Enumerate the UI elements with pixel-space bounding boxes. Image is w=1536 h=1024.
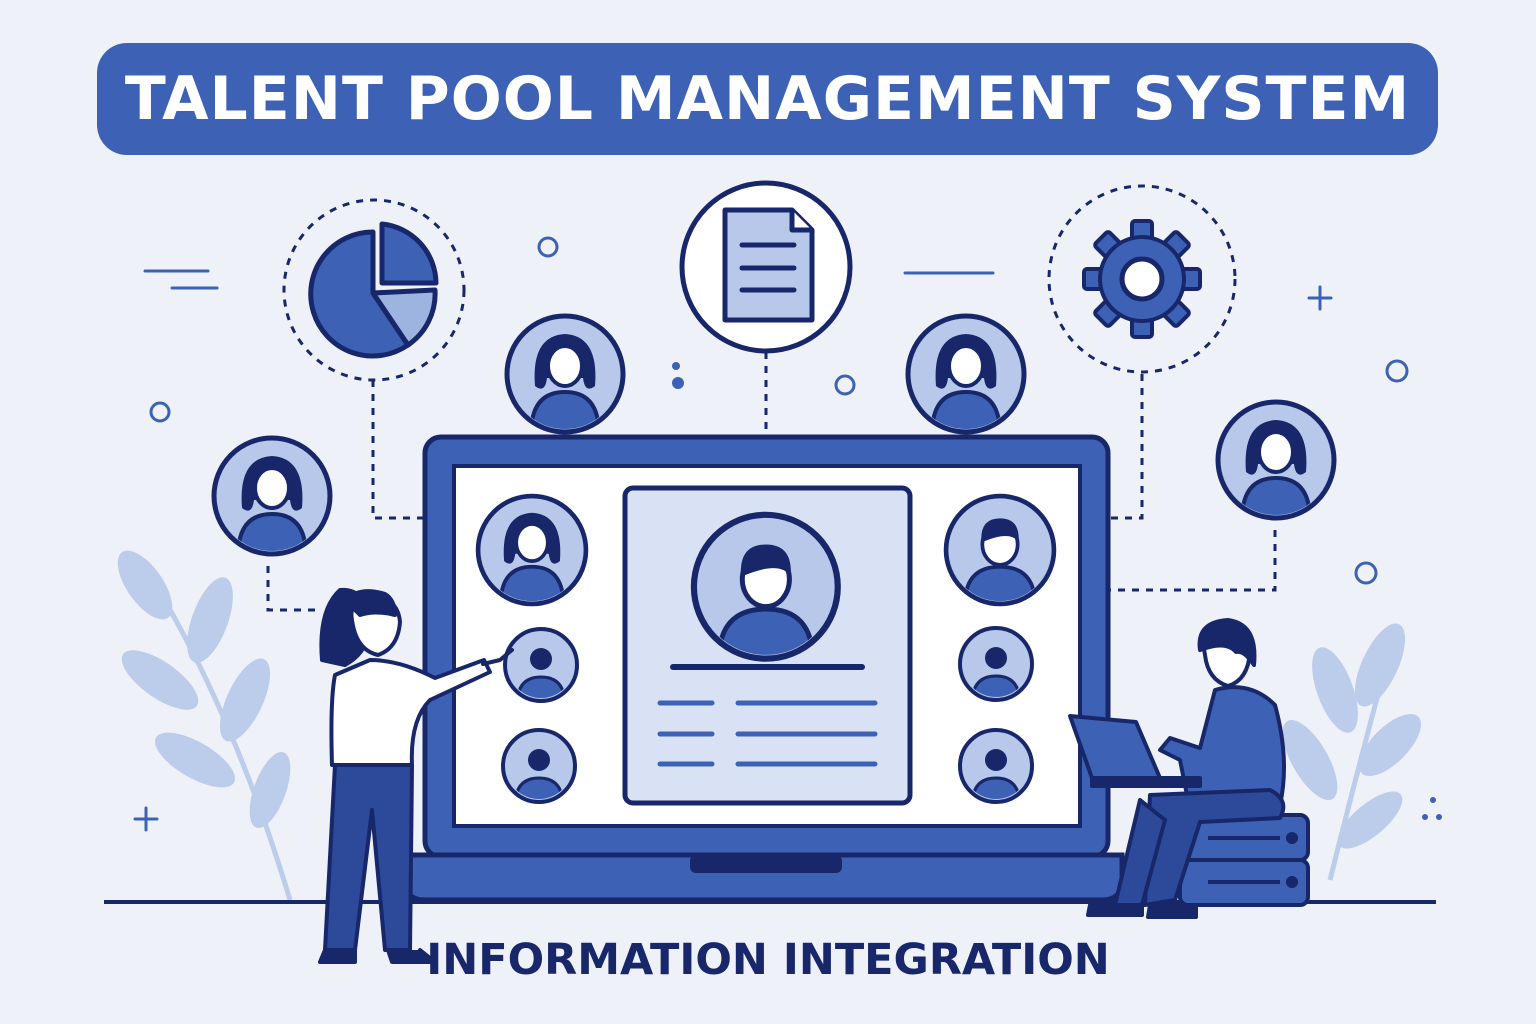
- decorations: [133, 236, 1409, 832]
- subtitle-label: INFORMATION INTEGRATION: [426, 935, 1110, 985]
- avatar-icon: [946, 496, 1054, 606]
- plant-right: [1282, 623, 1422, 881]
- avatar-icon: [214, 438, 330, 556]
- title-banner: TALENT POOL MANAGEMENT SYSTEM: [97, 43, 1438, 155]
- avatar-icon: [908, 316, 1024, 434]
- avatar-icon: [1218, 402, 1334, 520]
- gear-icon: [1082, 219, 1202, 339]
- document-icon: [679, 180, 853, 354]
- avatar-icon: [507, 316, 623, 434]
- plant-left: [117, 550, 293, 901]
- man-figure: [1068, 618, 1286, 919]
- avatar-icon: [478, 496, 586, 606]
- dots: [672, 362, 1442, 820]
- connectors: [266, 184, 1277, 612]
- profile-card: [622, 485, 913, 806]
- pie-chart-icon: [308, 221, 439, 359]
- page-title: TALENT POOL MANAGEMENT SYSTEM: [124, 64, 1411, 134]
- woman-figure: [318, 587, 514, 964]
- server-boxes: [1178, 813, 1310, 907]
